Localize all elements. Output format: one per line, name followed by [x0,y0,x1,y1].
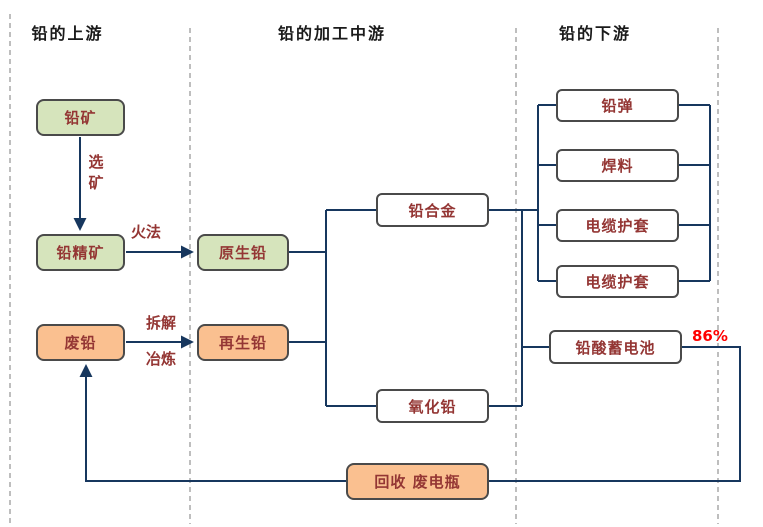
node-lead-ore: 铅矿 [36,99,125,136]
node-scrap-lead: 废铅 [36,324,125,361]
node-lead-oxide: 氧化铅 [376,389,489,423]
header-upstream: 铅的上游 [31,24,104,43]
header-midstream: 铅的加工中游 [277,24,386,43]
node-solder: 焊料 [556,149,679,182]
node-primary-lead: 原生铅 [197,234,289,271]
node-recycle-waste-battery: 回收 废电瓶 [346,463,489,500]
edge-label-smelting: 冶炼 [146,350,177,368]
edge-label-ore-dressing: 选矿 [88,153,104,192]
node-lead-shot: 铅弹 [556,89,679,122]
edge-label-pyro-process: 火法 [131,223,162,241]
node-lead-acid-battery: 铅酸蓄电池 [549,330,682,364]
section-separator-lines [9,14,719,524]
node-cable-sheath-2: 电缆护套 [556,265,679,298]
node-cable-sheath-1: 电缆护套 [556,209,679,242]
node-lead-concentrate: 铅精矿 [36,234,125,271]
node-lead-alloy: 铅合金 [376,193,489,227]
edge-label-dismantling: 拆解 [146,314,177,332]
node-secondary-lead: 再生铅 [197,324,289,361]
flow-connector-lines [73,104,741,482]
header-downstream: 铅的下游 [558,24,631,43]
label-battery-recycle-rate: 86% [692,327,728,345]
